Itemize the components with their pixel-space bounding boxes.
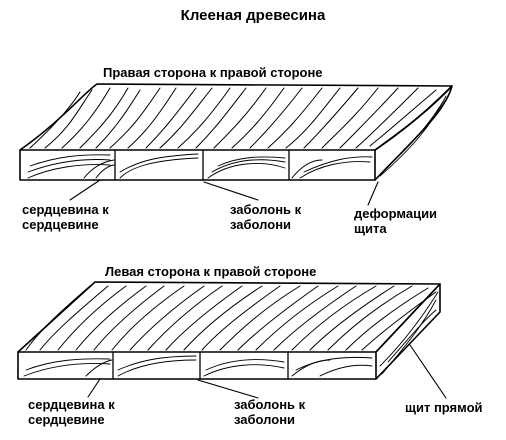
label-sap-to-sap-1: заболонь к bbox=[230, 202, 302, 217]
bottom-grain-lines bbox=[25, 285, 437, 351]
label-heart-to-heart-1: сердцевина к bbox=[22, 202, 109, 217]
label-heart-to-heart-2: сердцевине bbox=[22, 217, 99, 232]
top-end-grain bbox=[27, 153, 373, 179]
label-heart-to-heart-b2: сердцевине bbox=[28, 412, 105, 427]
flat-panel bbox=[17, 281, 441, 380]
label-panel-warp-1: деформации bbox=[354, 206, 438, 221]
label-sap-to-sap-b2: заболони bbox=[234, 412, 296, 427]
panel-bottom-subtitle: Левая сторона к правой стороне bbox=[105, 264, 317, 279]
label-flat-panel: щит прямой bbox=[405, 400, 483, 415]
warped-panel bbox=[19, 83, 453, 181]
panel-top-subtitle: Правая сторона к правой стороне bbox=[103, 65, 323, 80]
label-sap-to-sap-2: заболони bbox=[230, 217, 292, 232]
label-panel-warp-2: щита bbox=[354, 221, 387, 236]
bottom-end-grain bbox=[23, 355, 373, 377]
label-heart-to-heart-b1: сердцевина к bbox=[28, 397, 115, 412]
top-grain-lines bbox=[29, 87, 437, 149]
diagram-title: Клееная древесина bbox=[180, 7, 326, 24]
label-sap-to-sap-b1: заболонь к bbox=[234, 397, 306, 412]
